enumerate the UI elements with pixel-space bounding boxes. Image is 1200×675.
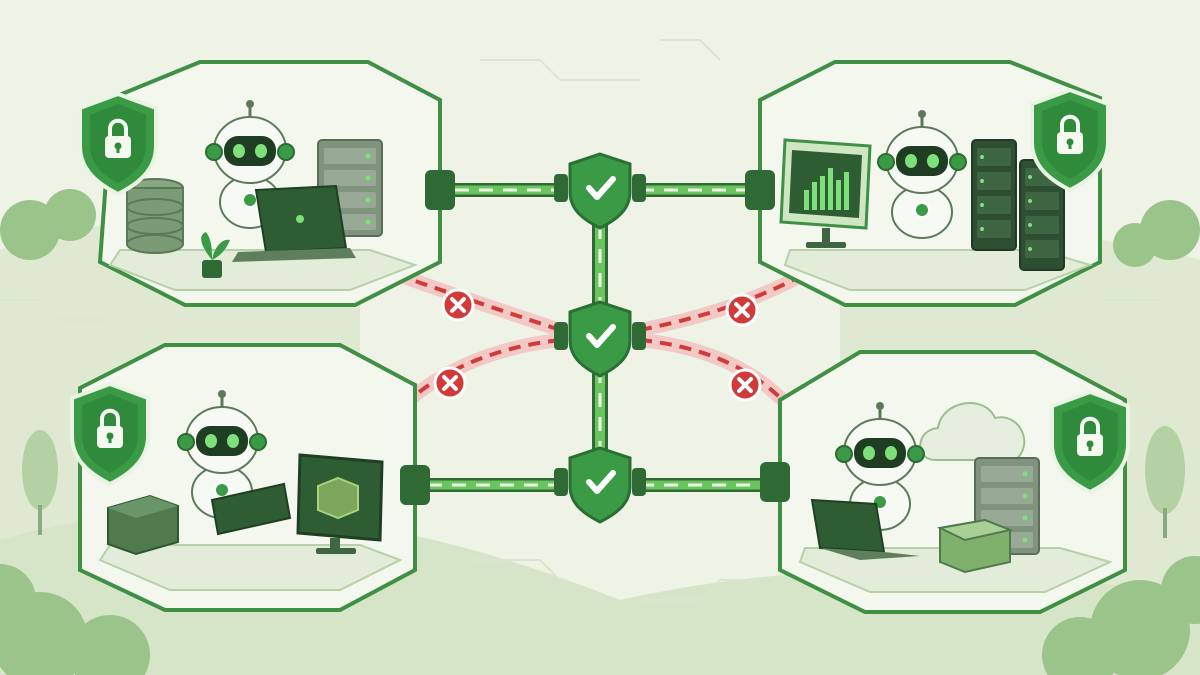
x-icon — [433, 366, 467, 400]
pod-bottom-right — [778, 350, 1130, 614]
x-icon — [728, 368, 762, 402]
pod-top-left — [78, 60, 442, 307]
server-rack — [971, 139, 1017, 251]
cube-monitor — [296, 453, 384, 554]
x-icon — [725, 293, 759, 327]
pod-connectors — [400, 170, 790, 505]
cloud — [919, 402, 1026, 461]
laptop-device — [232, 184, 356, 262]
potted-plant — [201, 232, 230, 278]
pod-bottom-left — [70, 343, 417, 612]
x-icon — [441, 288, 475, 322]
analytics-monitor — [779, 138, 872, 248]
database-stack — [126, 178, 184, 254]
open-box — [936, 518, 1014, 574]
laptop-device — [810, 498, 920, 560]
tablet-device — [210, 482, 292, 536]
storage-box — [107, 494, 179, 556]
pod-top-right — [758, 60, 1110, 307]
